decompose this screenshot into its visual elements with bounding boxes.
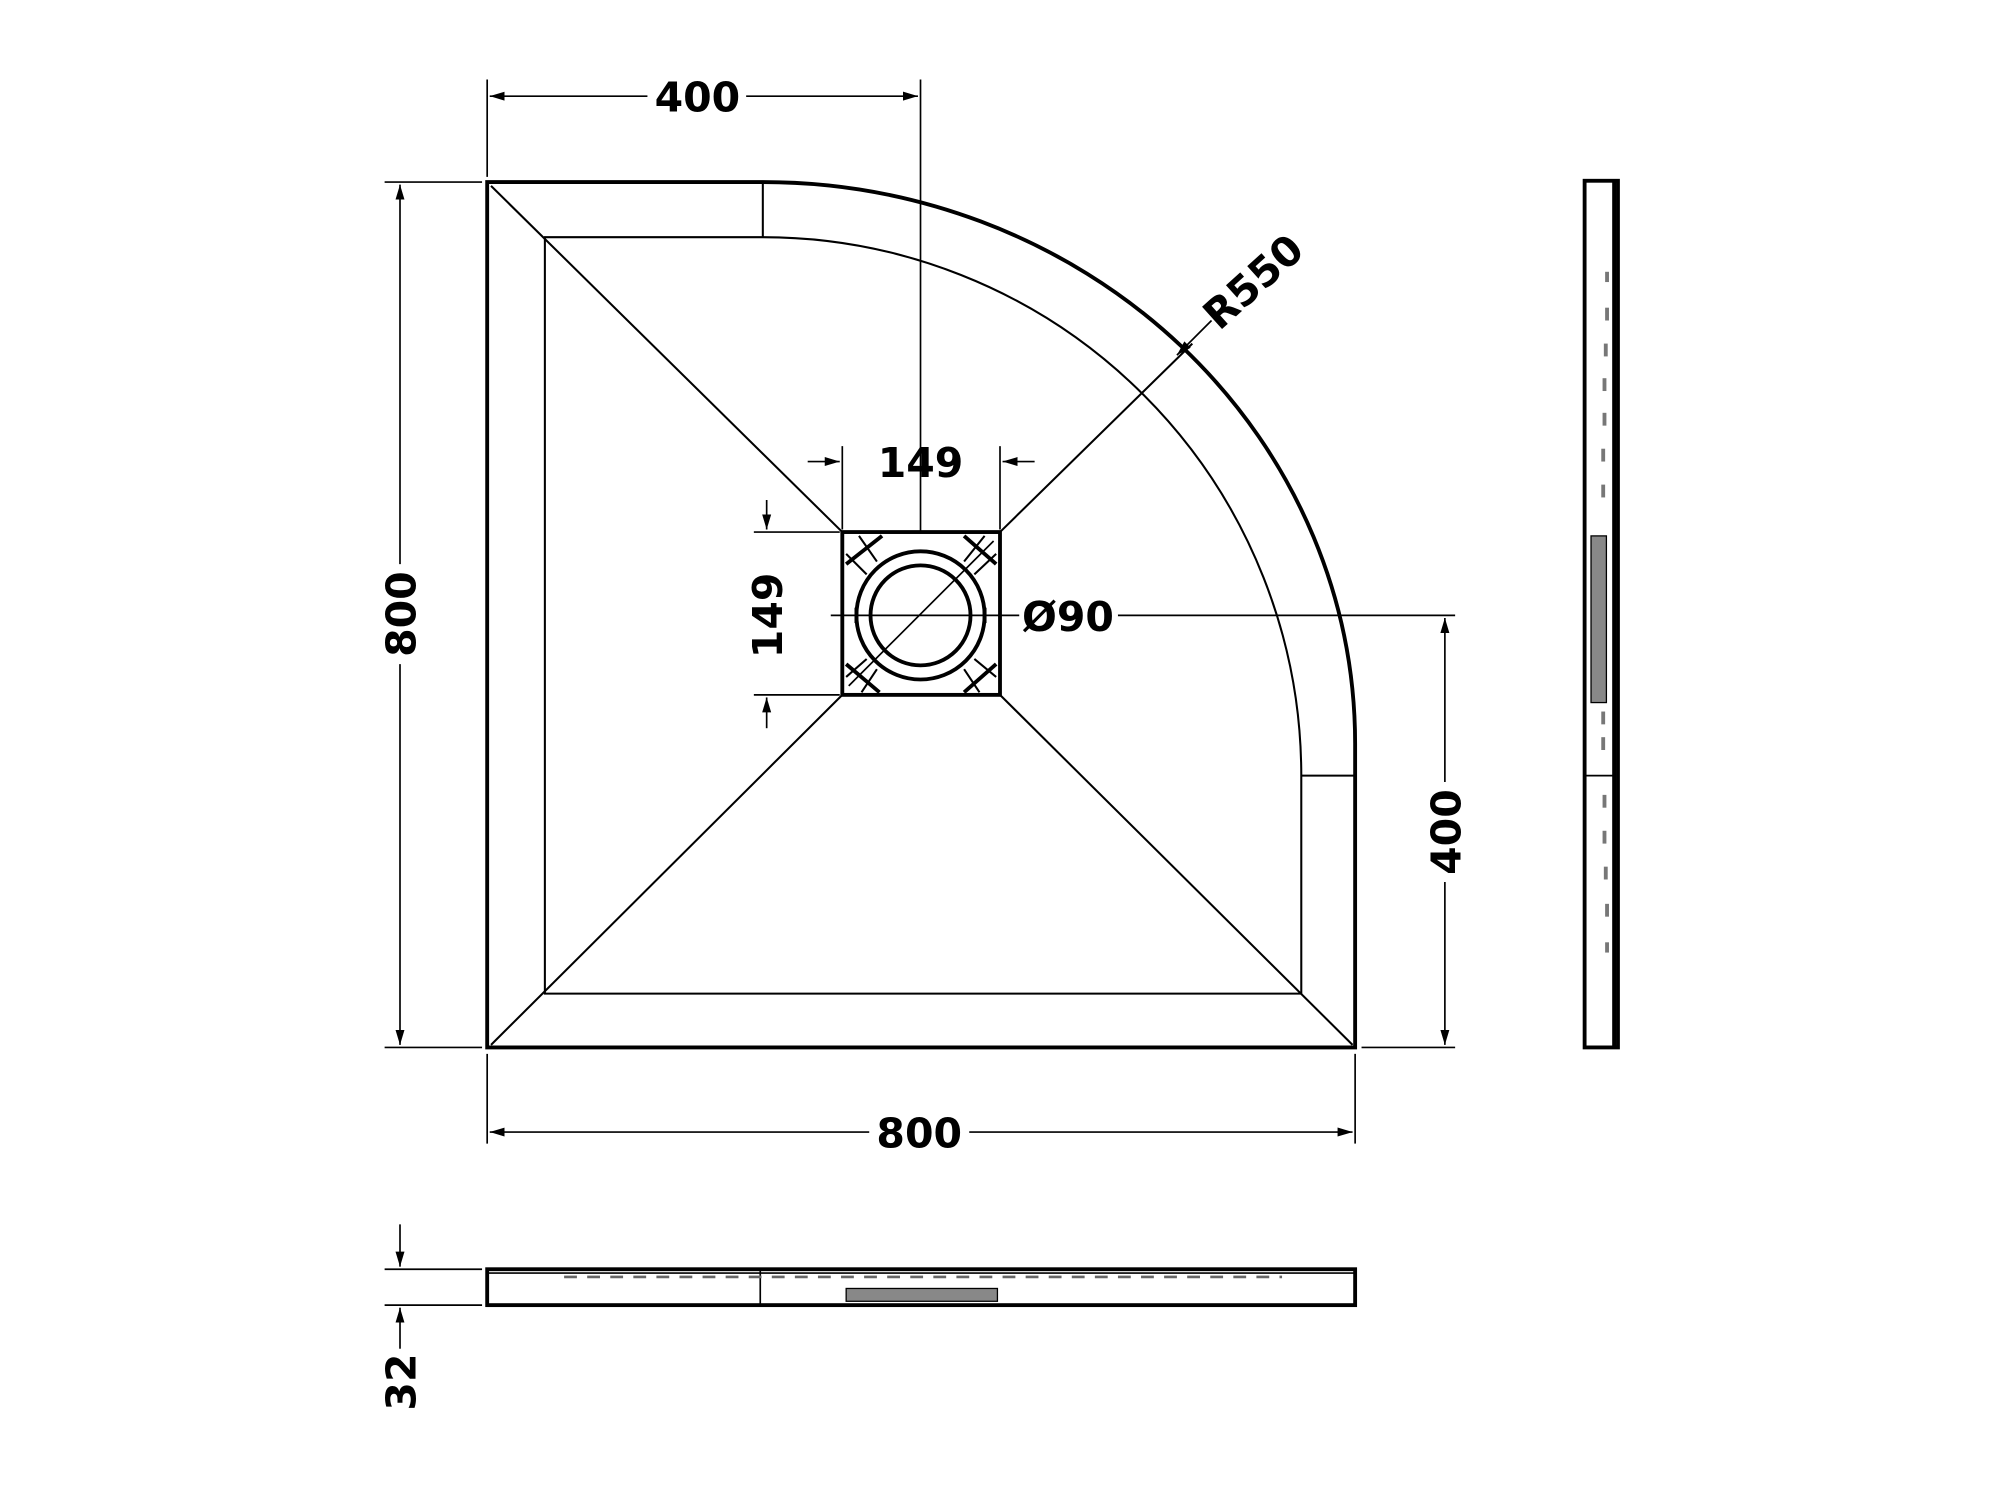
dimension-radius-550: R550: [1176, 225, 1313, 356]
dimension-label: Ø90: [1022, 593, 1114, 641]
dimension-label: 400: [1422, 789, 1470, 875]
fall-line: [490, 694, 844, 1046]
dimension-label: 149: [744, 573, 792, 659]
dimension-waste-width-149: 149: [807, 439, 1035, 530]
dimension-waste-height-149: 149: [744, 500, 840, 729]
plan-view: [485, 180, 1358, 1050]
front-elevation: [485, 1267, 1358, 1308]
dimension-top-400: 400: [486, 74, 922, 533]
dimension-label: R550: [1194, 225, 1313, 339]
dimension-label: 149: [878, 439, 964, 487]
dimension-bottom-800: 800: [486, 1053, 1356, 1157]
dimension-label: 400: [655, 74, 741, 122]
dimension-diameter-90: Ø90: [830, 593, 1456, 641]
tray-inner-edge: [543, 236, 1303, 995]
tray-outline: [485, 180, 1358, 1050]
dimension-label: 800: [377, 571, 425, 657]
dimension-left-800: 800: [377, 181, 483, 1049]
waste-outlet: [840, 530, 1002, 697]
fall-line: [999, 694, 1354, 1046]
fall-line: [999, 342, 1194, 533]
dimension-thickness-32: 32: [377, 1224, 483, 1411]
dimension-label: 32: [377, 1354, 425, 1411]
fall-line: [490, 185, 844, 533]
dimension-right-400: 400: [1361, 617, 1470, 1049]
waste-profile: [845, 1287, 999, 1302]
dimension-label: 800: [876, 1109, 962, 1157]
side-elevation: [1582, 178, 1620, 1050]
waste-profile: [1590, 535, 1608, 704]
